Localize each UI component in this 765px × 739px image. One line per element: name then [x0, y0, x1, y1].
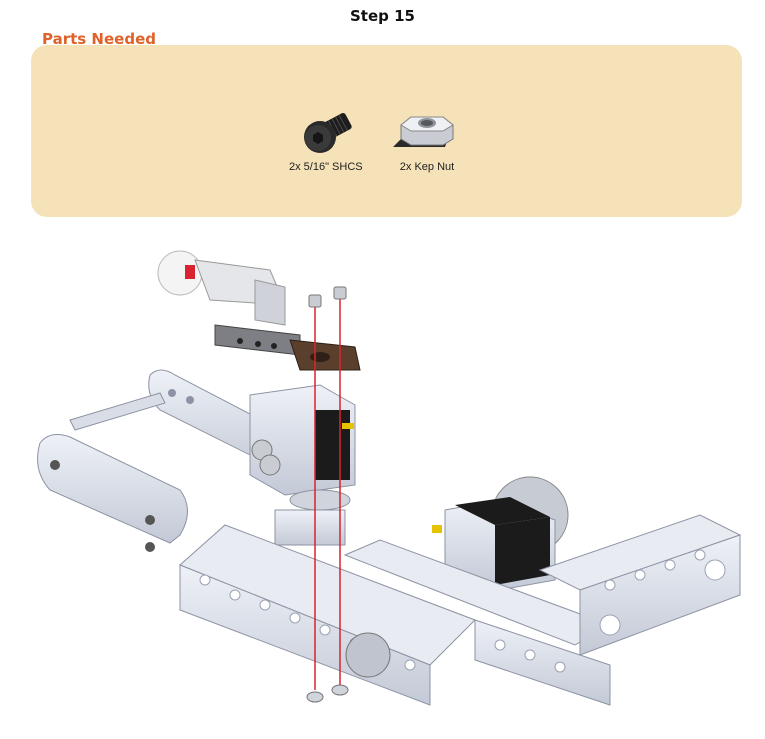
- channel-middle: [343, 539, 612, 706]
- assembly-guide-lines: [314, 295, 341, 690]
- assembly-diagram-icon: [37, 250, 742, 706]
- channel-right: [538, 514, 742, 656]
- kep-nut-pair: [306, 684, 349, 703]
- dc-motor: [157, 250, 301, 356]
- screw-pair: [308, 286, 347, 308]
- parts-needed-heading: Parts Needed: [42, 30, 156, 48]
- parts-panel: 2x 5/16" SHCS 2x Kep Nut: [31, 45, 742, 217]
- kep-nut-icon: [393, 116, 454, 147]
- servo-hub: [274, 489, 351, 546]
- part-shcs: 2x 5/16" SHCS: [289, 107, 363, 173]
- axle-rod: [69, 392, 166, 431]
- servo-upper: [249, 384, 356, 496]
- flat-plate-front: [37, 434, 188, 552]
- socket-head-cap-screw-icon: [303, 113, 352, 153]
- channel-front: [179, 524, 476, 706]
- motor-mount-bracket: [289, 339, 361, 371]
- part-kep-nut: 2x Kep Nut: [391, 107, 463, 173]
- step-title: Step 15: [350, 7, 415, 25]
- servo-lower: [432, 476, 569, 591]
- part-label-shcs: 2x 5/16" SHCS: [289, 161, 363, 173]
- part-label-kep-nut: 2x Kep Nut: [399, 161, 455, 173]
